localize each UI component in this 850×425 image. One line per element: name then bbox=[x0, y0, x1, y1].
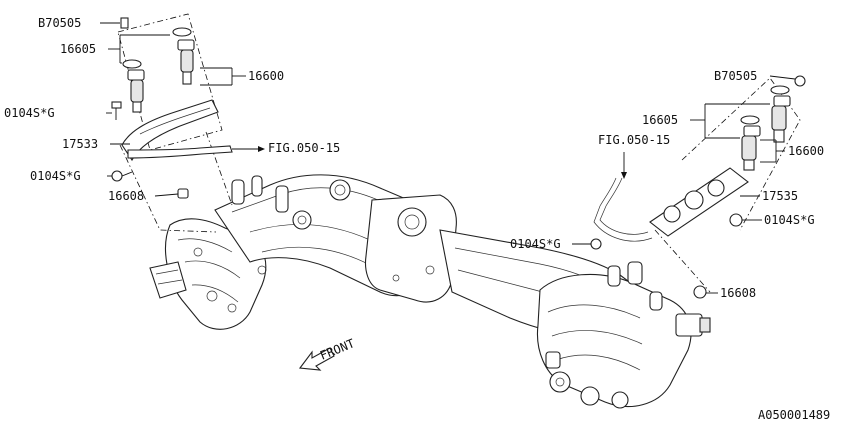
left-o-ring-2 bbox=[122, 59, 142, 69]
label-right-b70505: B70505 bbox=[714, 69, 757, 83]
left-injector-2 bbox=[127, 69, 145, 113]
left-injector-assembly bbox=[111, 13, 233, 233]
label-left-16608: 16608 bbox=[108, 189, 144, 203]
label-left-16600: 16600 bbox=[248, 69, 284, 83]
left-fuel-rail bbox=[121, 99, 219, 162]
right-injector-1 bbox=[771, 95, 791, 143]
label-right-17535: 17535 bbox=[762, 189, 798, 203]
left-bolt-upper bbox=[111, 101, 122, 120]
left-o-ring-1 bbox=[172, 27, 192, 37]
label-front: FRONT bbox=[318, 336, 357, 363]
label-left-0104s-lower: 0104S*G bbox=[30, 169, 81, 183]
right-insulator-16608 bbox=[693, 285, 707, 299]
callout-labels: B70505 16605 16600 0104S*G 17533 FIG.050… bbox=[4, 16, 830, 422]
left-clip-b70505 bbox=[120, 17, 129, 29]
label-right-16605: 16605 bbox=[642, 113, 678, 127]
label-left-0104s-upper: 0104S*G bbox=[4, 106, 55, 120]
right-injector-assembly bbox=[590, 75, 806, 299]
label-left-17533: 17533 bbox=[62, 137, 98, 151]
leader-lines bbox=[100, 22, 796, 294]
left-fuel-pipe bbox=[127, 145, 233, 159]
label-left-b70505: B70505 bbox=[38, 16, 81, 30]
right-injector-2 bbox=[741, 125, 761, 171]
label-right-16608: 16608 bbox=[720, 286, 756, 300]
center-bolt bbox=[590, 238, 602, 250]
right-bolt-side bbox=[729, 213, 752, 227]
right-clip-b70505 bbox=[794, 75, 806, 87]
label-right-0104s-side: 0104S*G bbox=[764, 213, 815, 227]
intake-manifold bbox=[149, 174, 711, 409]
label-center-0104s: 0104S*G bbox=[510, 237, 561, 251]
front-arrow bbox=[298, 347, 335, 371]
label-left-16605: 16605 bbox=[60, 42, 96, 56]
label-right-16600: 16600 bbox=[788, 144, 824, 158]
left-insulator-16608 bbox=[177, 188, 189, 199]
right-fuel-pipe bbox=[599, 177, 649, 235]
diagram-id: A050001489 bbox=[758, 408, 830, 422]
left-injector-1 bbox=[177, 39, 195, 85]
label-left-fig: FIG.050-15 bbox=[268, 141, 340, 155]
left-bolt-lower bbox=[111, 170, 133, 182]
right-o-ring-1 bbox=[770, 85, 790, 95]
right-o-ring-2 bbox=[740, 115, 760, 125]
label-right-fig: FIG.050-15 bbox=[598, 133, 670, 147]
